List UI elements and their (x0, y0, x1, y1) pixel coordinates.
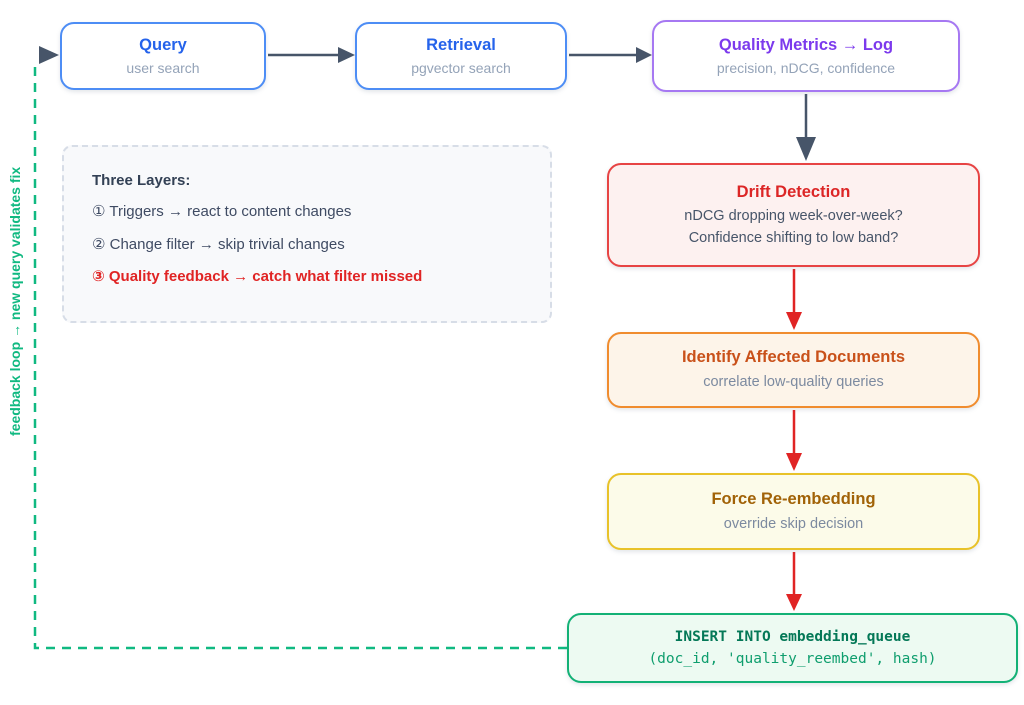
feedback-arrowhead-icon (39, 46, 59, 64)
node-query: Query user search (60, 22, 266, 90)
node-retrieval: Retrieval pgvector search (355, 22, 567, 90)
node-retrieval-title: Retrieval (426, 35, 496, 54)
arrow-query-to-retrieval (268, 47, 355, 63)
node-retrieval-subtitle: pgvector search (411, 60, 511, 77)
note-item-change-filter: ② Change filter → skip trivial changes (92, 235, 345, 253)
note-item-quality-feedback: ③ Quality feedback → catch what filter m… (92, 268, 423, 285)
node-force-title: Force Re-embedding (711, 489, 876, 508)
node-quality-metrics: Quality Metrics → Log precision, nDCG, c… (652, 20, 960, 92)
node-quality-metrics-title: Quality Metrics → Log (718, 35, 894, 54)
arrow-retrieval-to-metrics (569, 47, 652, 63)
node-drift-detection: Drift Detection nDCG dropping week-over-… (607, 163, 980, 267)
node-force-reembedding: Force Re-embedding override skip decisio… (607, 473, 980, 550)
note-item-triggers: ① Triggers → react to content changes (92, 203, 352, 220)
node-query-title: Query (139, 35, 187, 54)
arrow-force-to-queue (786, 552, 802, 611)
queue-sql-line1: INSERT INTO embedding_queue (674, 629, 911, 645)
arrow-drift-to-identify (786, 269, 802, 330)
feedback-loop-label: feedback loop → new query validates fix (7, 166, 23, 436)
node-query-subtitle: user search (126, 60, 200, 77)
node-identify-documents: Identify Affected Documents correlate lo… (607, 332, 980, 408)
node-force-line1: override skip decision (723, 515, 864, 532)
node-identify-title: Identify Affected Documents (681, 348, 906, 367)
arrow-metrics-to-drift (796, 94, 816, 161)
three-layers-note: Three Layers: ① Triggers → react to cont… (62, 145, 552, 323)
feedback-loop-line (33, 62, 567, 650)
note-heading: Three Layers: (92, 172, 191, 189)
arrow-identify-to-force (786, 410, 802, 471)
node-embedding-queue: INSERT INTO embedding_queue (doc_id, 'qu… (567, 613, 1018, 683)
node-identify-line1: correlate low-quality queries (703, 374, 884, 391)
node-drift-line1: nDCG dropping week-over-week? (684, 208, 903, 225)
queue-sql-line2: (doc_id, 'quality_reembed', hash) (648, 651, 937, 667)
node-drift-line2: Confidence shifting to low band? (688, 229, 899, 246)
node-quality-metrics-subtitle: precision, nDCG, confidence (716, 60, 896, 77)
node-drift-title: Drift Detection (736, 182, 851, 201)
